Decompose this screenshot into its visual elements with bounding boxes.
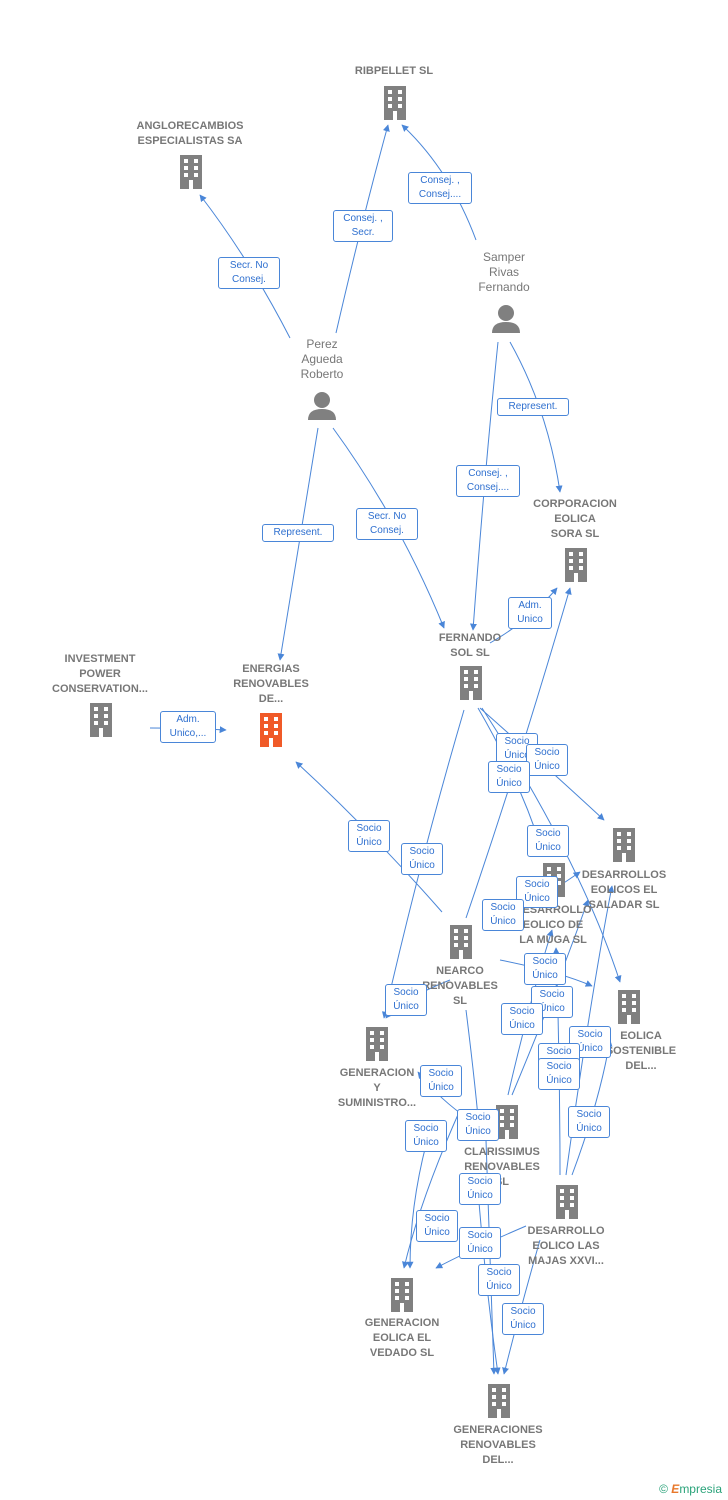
investment-building-icon [90,703,112,737]
ribpellet-building-icon [384,86,406,120]
copyright-symbol: © [659,1482,668,1496]
samper-person-icon [492,305,520,333]
edge-label-socio-unico-6[interactable]: Socio Único [401,843,443,875]
person-icons [308,305,520,420]
edge-label-consej-secr[interactable]: Consej. , Secr. [333,210,393,242]
edge-perez-energias [277,427,319,661]
edge-label-secr-no-consej-2[interactable]: Secr. No Consej. [356,508,418,540]
company-label-generaciones[interactable]: GENERACIONES RENOVABLES DEL... [453,1424,543,1466]
edge-label-socio-unico-20[interactable]: Socio Único [459,1173,501,1205]
edge-label-adm-unico-1[interactable]: Adm. Unico [508,597,552,629]
edge-label-socio-unico-10[interactable]: Socio Único [385,984,427,1016]
empresia-credit[interactable]: © Empresia [659,1482,722,1496]
edge-label-adm-unico-2[interactable]: Adm. Unico,... [160,711,216,743]
company-label-ribpellet[interactable]: RIBPELLET SL [354,65,434,77]
company-label-saladar[interactable]: DESARROLLOS EOLICOS EL SALADAR SL [581,869,667,911]
person-label-samper[interactable]: Samper Rivas Fernando [478,250,530,294]
energias-building-windows [264,717,278,747]
edge-label-socio-unico-4[interactable]: Socio Único [348,820,390,852]
edge-label-socio-unico-9[interactable]: Socio Único [524,953,566,985]
edge-label-represent-1[interactable]: Represent. [497,398,569,416]
empresia-brand: mpresia [679,1482,722,1496]
company-label-investment[interactable]: INVESTMENT POWER CONSERVATION... [52,653,148,695]
clarissimus-building-icon [496,1105,518,1139]
edge-label-socio-unico-2[interactable]: Socio Único [526,744,568,776]
generacion-building-icon [366,1027,388,1061]
company-label-nearco[interactable]: NEARCO RENOVABLES SL [422,965,498,1007]
company-icons [90,86,640,1418]
edge-clarissimus-vedado [402,1109,461,1269]
corporacion-building-icon [565,548,587,582]
saladar-building-icon [613,828,635,862]
edge-label-socio-unico-23[interactable]: Socio Único [478,1264,520,1296]
company-label-majas[interactable]: DESARROLLO EOLICO LAS MAJAS XXVI... [527,1225,605,1267]
edge-label-socio-unico-24[interactable]: Socio Único [502,1303,544,1335]
majas-building-icon [556,1185,578,1219]
sostenible-building-icon [618,990,640,1024]
edge-label-socio-unico-22[interactable]: Socio Único [459,1227,501,1259]
edge-label-socio-unico-5[interactable]: Socio Único [527,825,569,857]
edge-label-represent-2[interactable]: Represent. [262,524,334,542]
edge-label-socio-unico-21[interactable]: Socio Único [416,1210,458,1242]
company-label-anglorecambios[interactable]: ANGLORECAMBIOS ESPECIALISTAS SA [136,120,244,147]
company-label-corporacion[interactable]: CORPORACION EOLICA SORA SL [533,498,617,540]
energias-building-icon [260,713,282,747]
company-label-sostenible[interactable]: EOLICA SOSTENIBLE DEL... [605,1030,677,1072]
edge-label-consej-2[interactable]: Consej. , Consej.... [456,465,520,497]
company-label-vedado[interactable]: GENERACION EOLICA EL VEDADO SL [364,1317,440,1359]
perez-person-icon [308,392,336,420]
edge-label-socio-unico-8[interactable]: Socio Único [482,899,524,931]
nearco-building-icon [450,925,472,959]
edge-label-socio-unico-7[interactable]: Socio Único [516,876,558,908]
edge-label-socio-unico-16[interactable]: Socio Único [420,1065,462,1097]
company-label-generacion-suministro[interactable]: GENERACION Y SUMINISTRO... [337,1067,417,1109]
edge-label-socio-unico-17[interactable]: Socio Único [457,1109,499,1141]
company-label-fernando-sol[interactable]: FERNANDO SOL SL [438,632,502,659]
generaciones-building-icon [488,1384,510,1418]
edge-label-socio-unico-19[interactable]: Socio Único [405,1120,447,1152]
anglorecambios-building-icon [180,155,202,189]
vedado-building-icon [391,1278,413,1312]
edge-label-consej-1[interactable]: Consej. , Consej.... [408,172,472,204]
edge-label-socio-unico-15[interactable]: Socio Único [538,1058,580,1090]
fernando-sol-building-icon [460,666,482,700]
edge-label-secr-no-consej-1[interactable]: Secr. No Consej. [218,257,280,289]
person-label-perez[interactable]: Perez Agueda Roberto [300,337,344,381]
company-label-energias[interactable]: ENERGIAS RENOVABLES DE... [233,663,309,705]
empresia-logo-letter: E [671,1482,680,1496]
edge-label-socio-unico-18[interactable]: Socio Único [568,1106,610,1138]
edge-label-socio-unico-3[interactable]: Socio Único [488,761,530,793]
edge-label-socio-unico-12[interactable]: Socio Único [501,1003,543,1035]
